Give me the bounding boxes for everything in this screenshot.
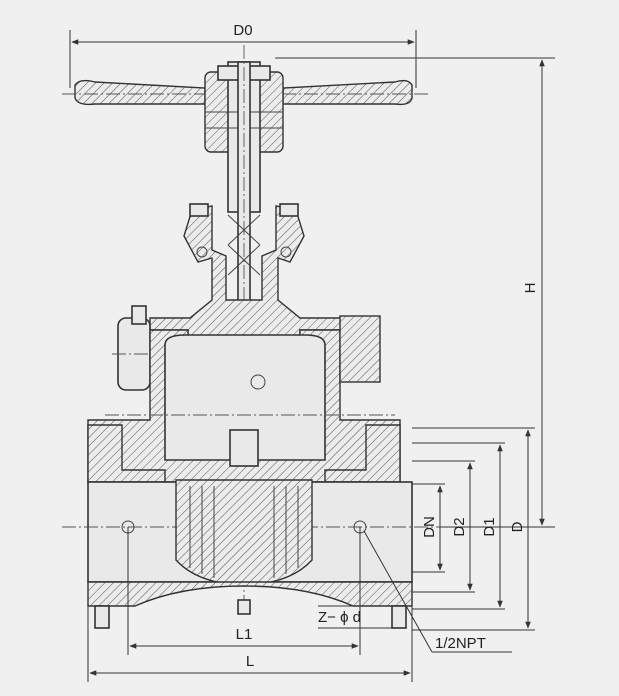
label-d1: D1 [481, 517, 498, 536]
label-d2: D2 [451, 517, 468, 536]
label-h: H [522, 283, 539, 294]
label-l1: L1 [236, 626, 253, 643]
bonnet [149, 203, 361, 346]
label-zd: Z− ϕ d [318, 609, 361, 626]
dim-vertical-group: DN D2 D1 D [412, 427, 535, 631]
wedge [175, 479, 313, 586]
label-d: D [509, 521, 526, 532]
label-npt: 1/2NPT [435, 635, 486, 652]
dim-l: L [87, 606, 413, 682]
callouts: Z− ϕ d 1/2NPT [318, 530, 512, 653]
handwheel [62, 79, 430, 106]
stem-nut [229, 374, 266, 467]
dim-d0: D0 [69, 22, 417, 88]
side-lug [112, 305, 160, 391]
label-d0: D0 [233, 22, 252, 39]
label-dn: DN [421, 516, 438, 538]
label-l: L [246, 653, 254, 670]
dim-l1: L1 [127, 527, 361, 655]
bottom-flange [87, 520, 413, 629]
